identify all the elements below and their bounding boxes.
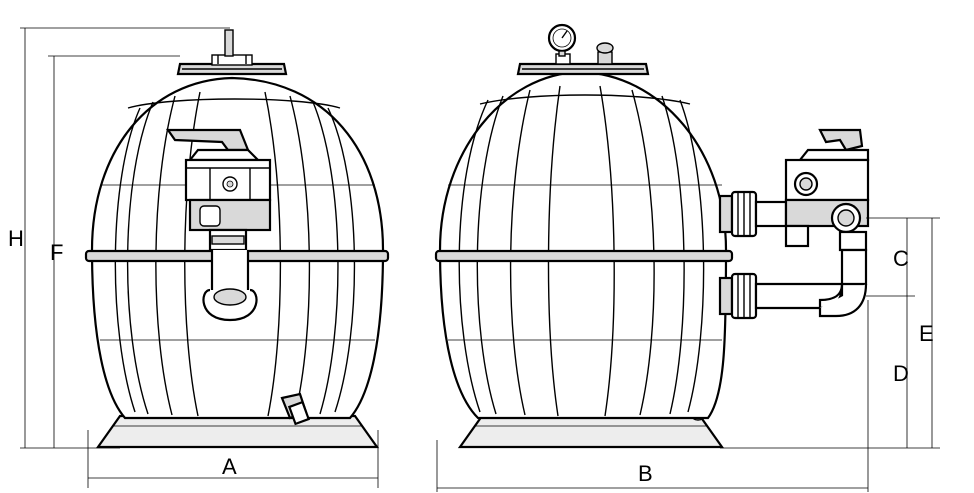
side-upper-connector — [718, 190, 788, 238]
front-return-pipe — [202, 250, 258, 322]
front-drain-plug — [280, 392, 311, 426]
dimension-label-b: B — [638, 461, 653, 486]
dimension-label-a: A — [222, 454, 237, 479]
pressure-gauge-icon — [547, 23, 577, 57]
front-filter-lid — [176, 29, 288, 76]
dimension-label-h: H — [8, 226, 24, 251]
dimension-label-e: E — [919, 321, 934, 346]
front-filter-base — [95, 414, 380, 449]
front-multiport-valve — [165, 128, 272, 252]
dimension-label-d: D — [893, 361, 909, 386]
side-multiport-valve — [784, 128, 870, 252]
side-filter-tank — [434, 70, 734, 420]
air-vent-icon — [596, 42, 614, 54]
front-view-filter — [84, 29, 390, 449]
dimension-label-f: F — [50, 240, 63, 265]
side-elbow-pipe — [818, 248, 868, 318]
dimension-label-c: C — [893, 246, 909, 271]
side-filter-lid — [516, 51, 650, 76]
side-view-filter — [434, 23, 870, 449]
dimension-lines — [20, 27, 940, 492]
